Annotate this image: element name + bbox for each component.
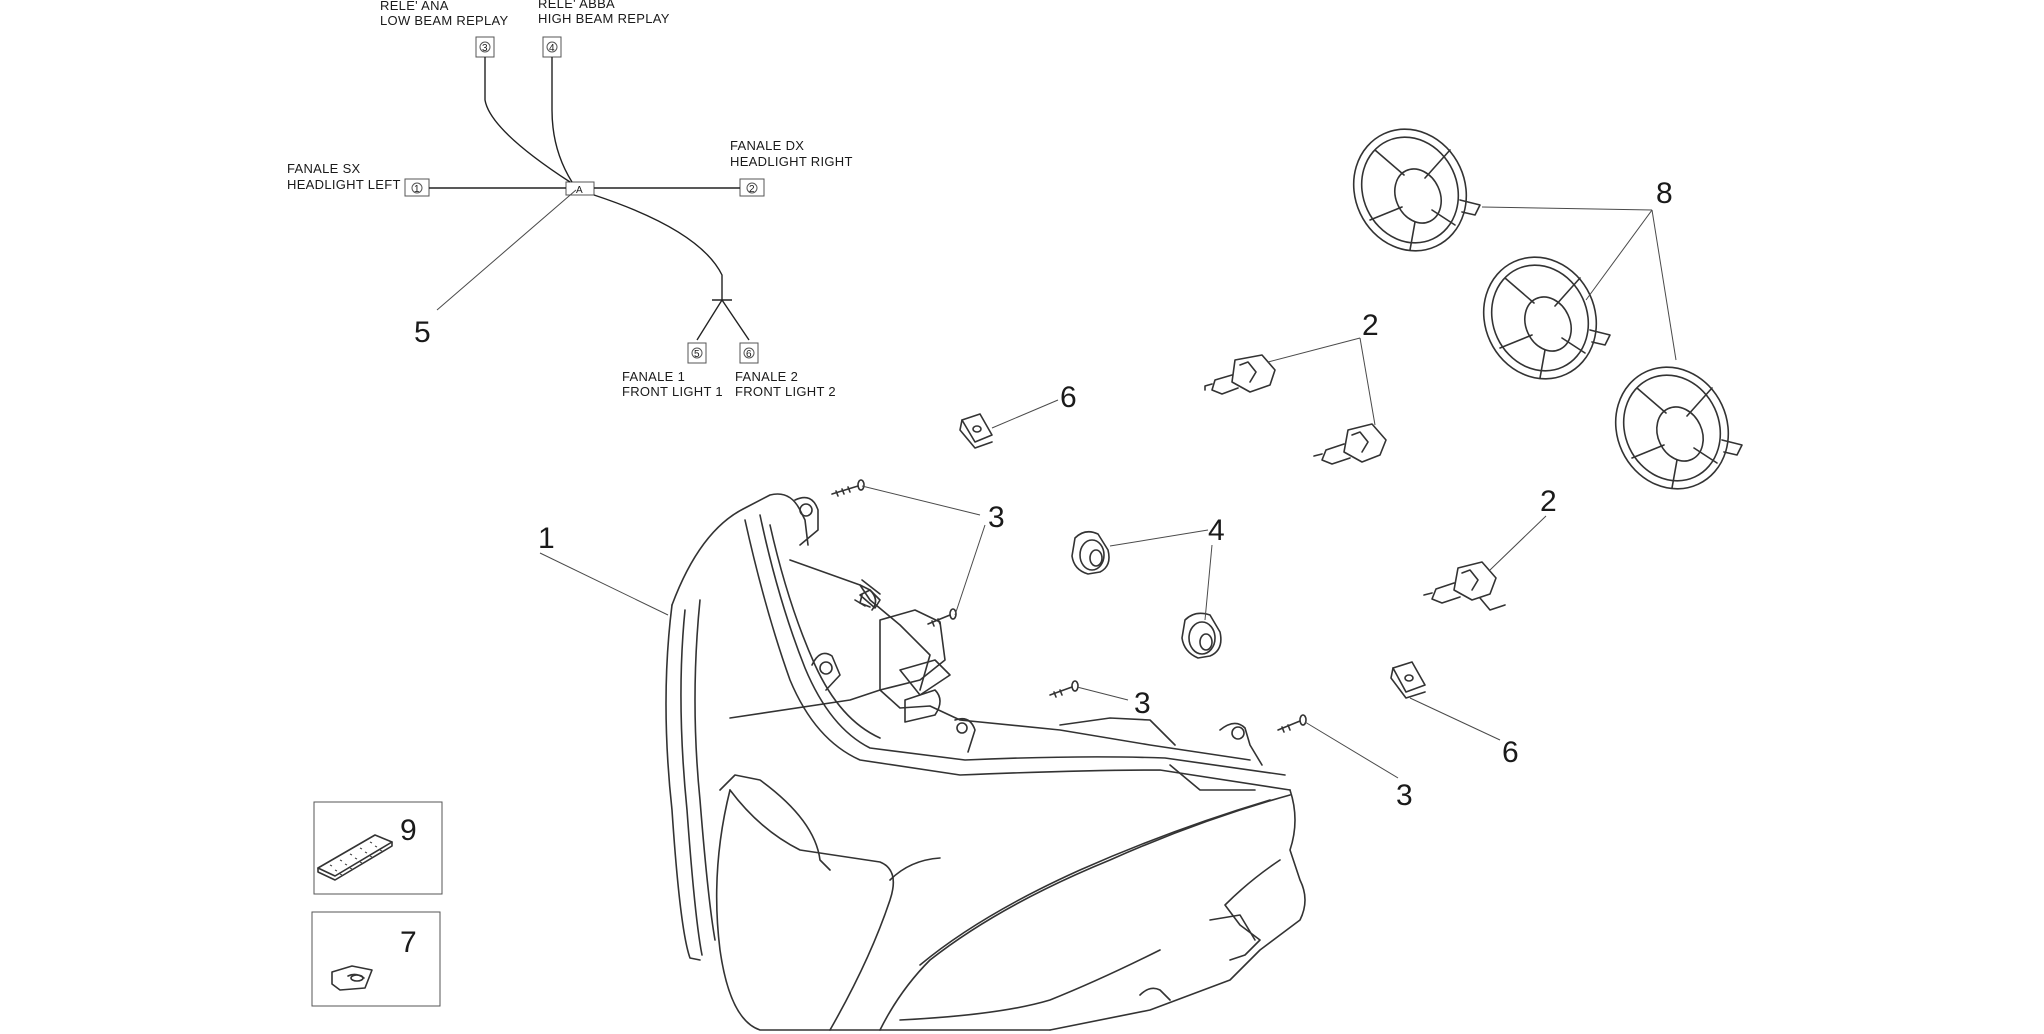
part-4-grommets: 4 — [1071, 514, 1225, 659]
headlight-assembly: 1 — [538, 493, 1306, 1031]
relay-high-label-it: RELE' ABBA — [538, 0, 615, 11]
callout-6b: 6 — [1502, 736, 1519, 769]
svg-text:4: 4 — [549, 43, 555, 54]
callout-3a: 3 — [988, 501, 1005, 534]
svg-text:1: 1 — [414, 184, 420, 195]
junction-a: A — [565, 181, 595, 196]
left-headlight-label-en: HEADLIGHT LEFT — [287, 177, 401, 192]
callout-2a: 2 — [1362, 309, 1379, 342]
relay-high-label-en: HIGH BEAM REPLAY — [538, 11, 670, 26]
connector-6: 6 — [739, 342, 759, 364]
callout-4: 4 — [1208, 514, 1225, 547]
svg-text:5: 5 — [694, 349, 700, 360]
relay-low-label-it: RELE' ANA — [380, 0, 449, 13]
callout-9: 9 — [400, 814, 417, 847]
callout-6a: 6 — [1060, 381, 1077, 414]
connector-5: 5 — [687, 342, 707, 364]
svg-text:3: 3 — [482, 43, 488, 54]
connector-3: 3 — [475, 36, 495, 58]
svg-text:6: 6 — [746, 349, 752, 360]
callout-7: 7 — [400, 926, 417, 959]
callout-2b: 2 — [1540, 485, 1557, 518]
svg-text:A: A — [576, 185, 583, 196]
wiring-harness: RELE' ANA LOW BEAM REPLAY RELE' ABBA HIG… — [287, 0, 853, 399]
connector-1: 1 — [404, 178, 430, 197]
front-light-2-label-en: FRONT LIGHT 2 — [735, 384, 836, 399]
right-headlight-label-en: HEADLIGHT RIGHT — [730, 154, 853, 169]
right-headlight-label-it: FANALE DX — [730, 138, 804, 153]
connector-2: 2 — [739, 178, 765, 197]
left-headlight-label-it: FANALE SX — [287, 161, 361, 176]
part-7-inset: 7 — [311, 911, 441, 1007]
part-6-clip-upper: 6 — [959, 381, 1077, 449]
callout-5: 5 — [414, 316, 431, 349]
relay-low-label-en: LOW BEAM REPLAY — [380, 13, 509, 28]
part-8-reflectors: 8 — [1352, 128, 1743, 490]
callout-3c: 3 — [1396, 779, 1413, 812]
front-light-2-label-it: FANALE 2 — [735, 369, 798, 384]
callout-8: 8 — [1656, 177, 1673, 210]
svg-text:2: 2 — [749, 184, 755, 195]
part-2-bulbs: 2 2 — [1204, 309, 1557, 611]
front-light-1-label-it: FANALE 1 — [622, 369, 685, 384]
front-light-1-label-en: FRONT LIGHT 1 — [622, 384, 723, 399]
callout-3b: 3 — [1134, 687, 1151, 720]
part-3-screws: 3 3 3 — [831, 479, 1413, 812]
part-9-inset: 9 — [313, 801, 443, 895]
connector-4: 4 — [542, 36, 562, 58]
part-6-clip-lower: 6 — [1390, 661, 1519, 769]
callout-1: 1 — [538, 522, 555, 555]
